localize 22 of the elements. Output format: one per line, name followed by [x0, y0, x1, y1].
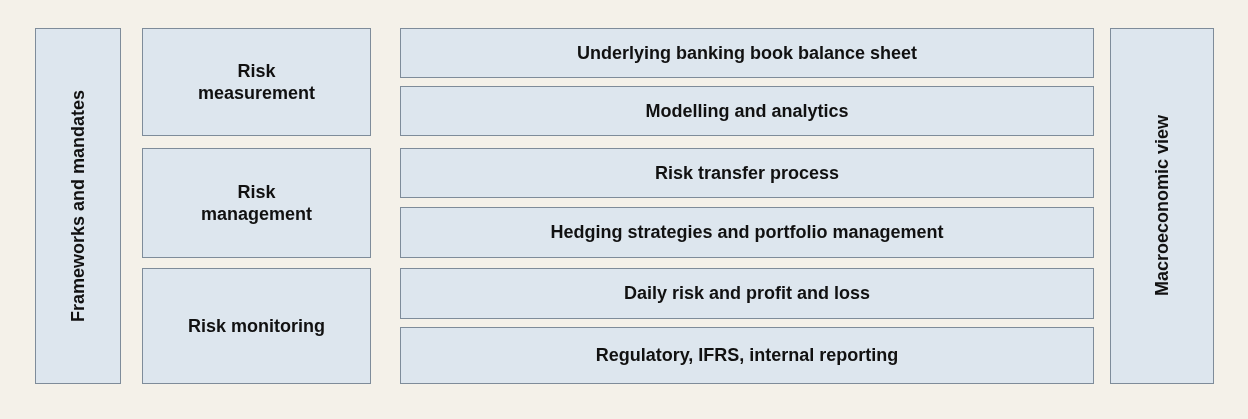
side-panel — [35, 28, 121, 384]
section-box — [400, 86, 1094, 136]
panel-title: Frameworks and mandates — [66, 89, 89, 323]
section-label: Hedging strategies and portfolio management — [550, 221, 944, 244]
section-box — [400, 207, 1094, 258]
side-panel — [1110, 28, 1214, 384]
section-label: Risk management — [199, 180, 313, 226]
section-label: Daily risk and profit and loss — [623, 282, 871, 305]
section-box — [400, 268, 1094, 319]
panel-title: Macroeconomic view — [1150, 115, 1173, 297]
section-box — [400, 148, 1094, 198]
section-box — [142, 28, 371, 136]
section-box — [142, 148, 371, 258]
section-label: Risk transfer process — [654, 161, 840, 185]
section-label: Risk measurement — [196, 59, 317, 105]
section-label: Modelling and analytics — [645, 99, 849, 123]
section-label: Risk monitoring — [188, 314, 325, 338]
section-box — [400, 327, 1094, 384]
section-box — [142, 268, 371, 384]
section-box — [400, 28, 1094, 78]
section-label: Regulatory, IFRS, internal reporting — [595, 344, 899, 367]
section-label: Underlying banking book balance sheet — [576, 41, 918, 65]
